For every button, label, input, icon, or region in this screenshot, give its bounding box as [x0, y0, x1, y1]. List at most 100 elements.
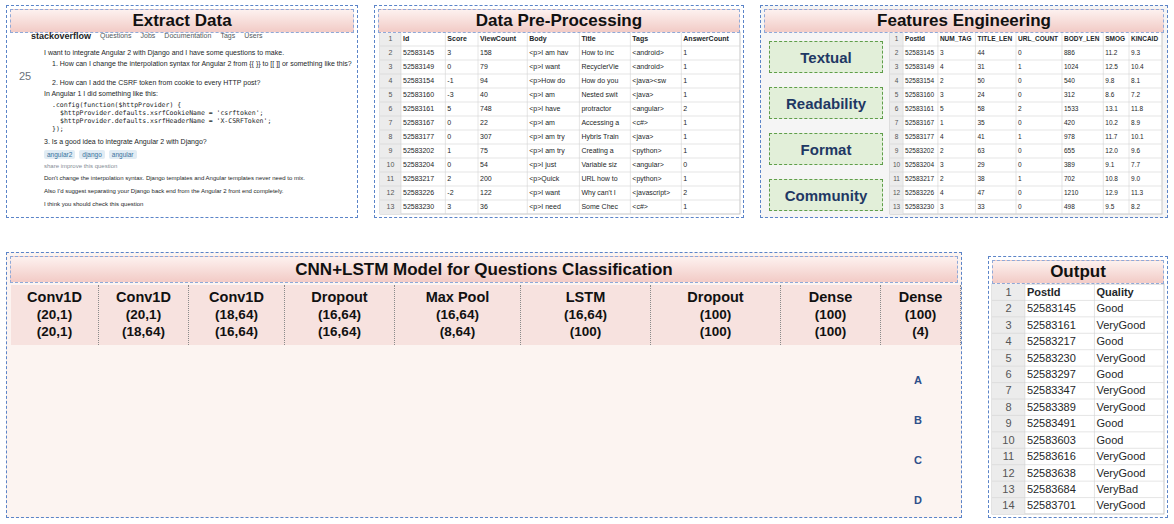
- layer-name: Conv1D: [189, 288, 284, 306]
- table-cell: 2: [389, 49, 393, 57]
- output-shape: (4): [881, 323, 960, 340]
- layer-name: Conv1D: [11, 288, 98, 306]
- feature-box: Readability: [769, 87, 883, 119]
- table-cell: 41: [977, 133, 984, 140]
- table-cell: 2: [1005, 302, 1011, 315]
- table-cell: 1: [1018, 133, 1022, 140]
- table-cell: 4: [1005, 335, 1011, 348]
- table-cell: Good: [1096, 368, 1123, 381]
- table-cell: 0: [1018, 161, 1022, 168]
- layer-name: Dropout: [651, 288, 780, 306]
- table-cell: 11.8: [1131, 105, 1143, 112]
- layer-column: Conv1D(20,1)(20,1): [11, 285, 99, 345]
- table-rule: [380, 144, 740, 145]
- screenshot-text: angular: [109, 150, 137, 159]
- table-rule: [992, 382, 1164, 383]
- table-cell: <android>: [632, 49, 664, 57]
- table-cell: Good: [1096, 434, 1123, 447]
- screenshot-text: $httpProvider.defaults.xsrfHeaderName = …: [60, 118, 271, 125]
- table-rule: [890, 130, 1162, 131]
- table-rule: [890, 60, 1162, 61]
- table-cell: 50: [977, 77, 984, 84]
- table-cell: 52583202: [905, 147, 934, 154]
- table-cell: <p>I have: [529, 105, 560, 113]
- table-cell: 0: [1018, 49, 1022, 56]
- panel-title: Features Engineering: [764, 9, 1164, 33]
- table-grid: [380, 32, 740, 214]
- table-cell: 12.9: [1105, 189, 1118, 196]
- table-grid: [992, 284, 1164, 514]
- table-cell: 24: [977, 91, 984, 98]
- table-rule: [890, 46, 1162, 47]
- table-rule: [992, 399, 1164, 400]
- table-cell: 52583161: [403, 105, 434, 113]
- table-rule: [1129, 32, 1130, 214]
- table-cell: 5: [389, 91, 393, 99]
- table-cell: 540: [1064, 77, 1075, 84]
- table-cell: ViewCount: [480, 35, 516, 43]
- table-cell: Accessing a: [581, 119, 619, 127]
- table-cell: 11: [893, 175, 900, 182]
- table-cell: 9.6: [1131, 147, 1140, 154]
- table-cell: 52583161: [905, 105, 934, 112]
- table-cell: <python>: [632, 175, 661, 183]
- table-rule: [400, 32, 401, 214]
- layer-name: Conv1D: [99, 288, 188, 306]
- table-cell: Title: [581, 35, 595, 43]
- table-cell: 8.1: [1131, 77, 1140, 84]
- table-cell: 1: [389, 35, 393, 43]
- screenshot-text: 1. How can I change the interpolation sy…: [52, 60, 352, 68]
- table-cell: 4: [895, 77, 899, 84]
- table-cell: 10.8: [1105, 175, 1118, 182]
- table-cell: URL_COUNT: [1018, 35, 1058, 42]
- table-cell: <python>: [632, 147, 661, 155]
- table-cell: 31: [977, 63, 984, 70]
- panel-ground: [6, 5, 358, 218]
- table-cell: <p>I am hav: [529, 49, 568, 57]
- table-cell: TITLE_LEN: [977, 35, 1012, 42]
- table-cell: 1: [895, 35, 899, 42]
- feature-name: Textual: [800, 49, 851, 66]
- table-cell: 52583145: [1027, 302, 1076, 315]
- table-cell: 8.2: [1131, 203, 1140, 210]
- table-rule: [681, 32, 682, 214]
- table-cell: VeryGood: [1096, 499, 1145, 512]
- table-cell: <angular>: [632, 105, 664, 113]
- table-cell: Quality: [1096, 286, 1133, 299]
- table-cell: 52583145: [905, 49, 934, 56]
- table-rule: [992, 497, 1164, 498]
- table-rule: [992, 481, 1164, 482]
- table-cell: 1: [683, 147, 687, 155]
- table-cell: 1: [940, 119, 944, 126]
- input-shape: (16,64): [285, 306, 394, 323]
- row-number-ground: [890, 32, 903, 214]
- table-cell: 22: [480, 119, 488, 127]
- table-cell: 12: [1002, 467, 1014, 480]
- output-shape: (16,64): [285, 323, 394, 340]
- table-cell: 978: [1064, 133, 1075, 140]
- output-shape: (8,64): [395, 323, 520, 340]
- layer-column: Dropout(100)(100): [651, 285, 781, 345]
- table-cell: 29: [977, 161, 984, 168]
- table-cell: 1: [1018, 63, 1022, 70]
- panel-grounds: [6, 5, 1168, 518]
- table-cell: 1: [683, 203, 687, 211]
- feature-name: Community: [785, 187, 868, 204]
- table-cell: 40: [480, 91, 488, 99]
- table-cell: 75: [480, 147, 488, 155]
- table-rule: [380, 130, 740, 131]
- table-rule: [380, 60, 740, 61]
- table-cell: 7.7: [1131, 161, 1140, 168]
- feature-box: Textual: [769, 41, 883, 73]
- table-rule: [903, 32, 904, 214]
- table-cell: 52583226: [905, 189, 934, 196]
- panel-ground: [6, 252, 962, 518]
- layer-column: Max Pool(16,64)(8,64): [395, 285, 521, 345]
- table-cell: 52583149: [905, 63, 934, 70]
- table-cell: 94: [480, 77, 488, 85]
- table-cell: 52583204: [403, 161, 434, 169]
- table-cell: 702: [1064, 175, 1075, 182]
- table-cell: 1: [683, 175, 687, 183]
- table-cell: Why can't I: [581, 189, 615, 197]
- input-shape: (100): [881, 306, 960, 323]
